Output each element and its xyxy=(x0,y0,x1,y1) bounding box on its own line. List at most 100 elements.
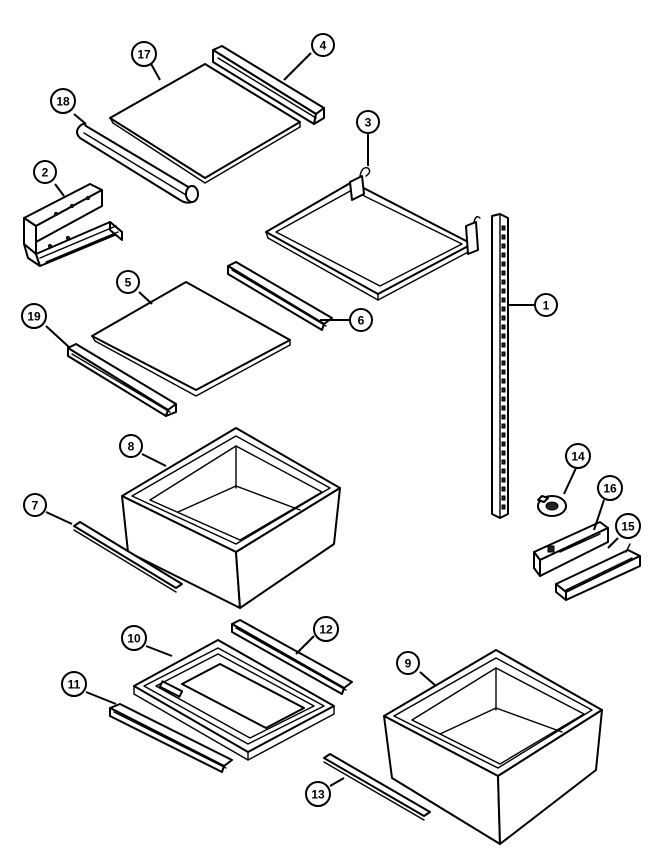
callout-circle xyxy=(305,781,331,807)
shelf-trim-top-rear xyxy=(212,45,325,125)
callout-5: 5 xyxy=(116,270,140,294)
rail-slot xyxy=(501,279,506,285)
leader-18 xyxy=(73,113,87,125)
callout-13: 13 xyxy=(305,781,331,807)
crisper-drawer-lower xyxy=(383,649,603,845)
rail-slot xyxy=(501,297,506,303)
callout-number: 10 xyxy=(127,632,141,646)
leader-16 xyxy=(593,499,605,531)
leader-12 xyxy=(295,635,315,655)
rail-slot xyxy=(501,495,506,501)
callout-circle xyxy=(23,493,47,517)
callout-2: 2 xyxy=(33,160,57,184)
rail-slot xyxy=(501,234,506,240)
callout-circle xyxy=(61,671,87,697)
leader-14 xyxy=(563,467,577,495)
callout-number: 17 xyxy=(137,48,151,62)
callout-number: 6 xyxy=(358,314,365,328)
crisper-trim-upper xyxy=(73,521,183,593)
callout-11: 11 xyxy=(61,671,87,697)
callout-circle xyxy=(597,475,623,501)
rail-slot xyxy=(501,252,506,258)
rail-slot xyxy=(501,315,506,321)
crisper-trim-lower xyxy=(323,753,431,821)
callout-number: 12 xyxy=(319,623,333,637)
leader-4 xyxy=(283,52,312,81)
rail-slot xyxy=(501,477,506,483)
callout-number: 4 xyxy=(320,39,327,53)
rail-slot xyxy=(501,378,506,384)
callout-circle xyxy=(615,513,641,539)
leader-15 xyxy=(607,537,619,549)
rail-slot xyxy=(501,459,506,465)
callout-14: 14 xyxy=(565,443,591,469)
callout-8: 8 xyxy=(119,434,143,458)
rail-slot xyxy=(501,450,506,456)
leader-10 xyxy=(145,645,173,657)
rail-slot xyxy=(501,504,506,510)
callout-number: 18 xyxy=(56,95,70,109)
rail-slot xyxy=(501,423,506,429)
leader-5 xyxy=(138,291,153,305)
callout-number: 9 xyxy=(405,657,412,671)
glass-shelf-middle xyxy=(91,281,291,397)
callout-16: 16 xyxy=(597,475,623,501)
callout-3: 3 xyxy=(356,110,380,134)
leader-11 xyxy=(85,691,117,705)
rail-slot xyxy=(501,324,506,330)
callout-number: 5 xyxy=(125,276,132,290)
callout-number: 16 xyxy=(603,482,617,496)
rail-slot xyxy=(501,441,506,447)
callout-number: 1 xyxy=(543,299,550,313)
callout-circle xyxy=(50,88,76,114)
callout-19: 19 xyxy=(21,303,47,329)
callout-number: 7 xyxy=(32,499,39,513)
callout-15: 15 xyxy=(615,513,641,539)
rail-slot xyxy=(501,333,506,339)
callout-circle xyxy=(116,270,140,294)
rail-slot xyxy=(501,405,506,411)
callout-circle xyxy=(396,651,420,675)
leader-13 xyxy=(329,777,345,787)
callout-circle xyxy=(534,293,558,317)
leader-19 xyxy=(45,325,71,349)
rail-slot xyxy=(501,432,506,438)
callout-number: 19 xyxy=(27,310,41,324)
callout-number: 2 xyxy=(42,166,49,180)
shelf-bracket xyxy=(23,183,123,267)
cantilever-shelf xyxy=(265,166,481,301)
rail-slot xyxy=(501,360,506,366)
rail-slot xyxy=(501,414,506,420)
crisper-cover-trim-front xyxy=(109,703,233,773)
callout-7: 7 xyxy=(23,493,47,517)
leader-7 xyxy=(45,511,73,525)
crisper-drawer-upper xyxy=(121,427,341,609)
callout-18: 18 xyxy=(50,88,76,114)
callout-10: 10 xyxy=(121,625,147,651)
callout-number: 3 xyxy=(365,116,372,130)
callout-number: 14 xyxy=(571,450,585,464)
callout-circle xyxy=(121,625,147,651)
callout-12: 12 xyxy=(313,616,339,642)
glass-shelf-top xyxy=(109,63,301,184)
rail-slot xyxy=(501,306,506,312)
shelf-trim-middle-rear xyxy=(227,261,333,331)
callout-circle xyxy=(565,443,591,469)
callout-circle xyxy=(356,110,380,134)
callout-circle xyxy=(131,41,157,67)
control-slide xyxy=(533,521,609,577)
rail-slot xyxy=(501,396,506,402)
control-cover xyxy=(555,543,641,601)
rail-slot xyxy=(501,387,506,393)
shelf-support-rail xyxy=(491,213,509,519)
rail-slot xyxy=(501,468,506,474)
rail-slot xyxy=(501,486,506,492)
leader-17 xyxy=(149,61,161,81)
leader-9 xyxy=(419,671,437,687)
callout-6: 6 xyxy=(349,308,373,332)
callout-circle xyxy=(119,434,143,458)
callout-number: 8 xyxy=(128,440,135,454)
crisper-cover-trim-rear xyxy=(231,619,353,695)
